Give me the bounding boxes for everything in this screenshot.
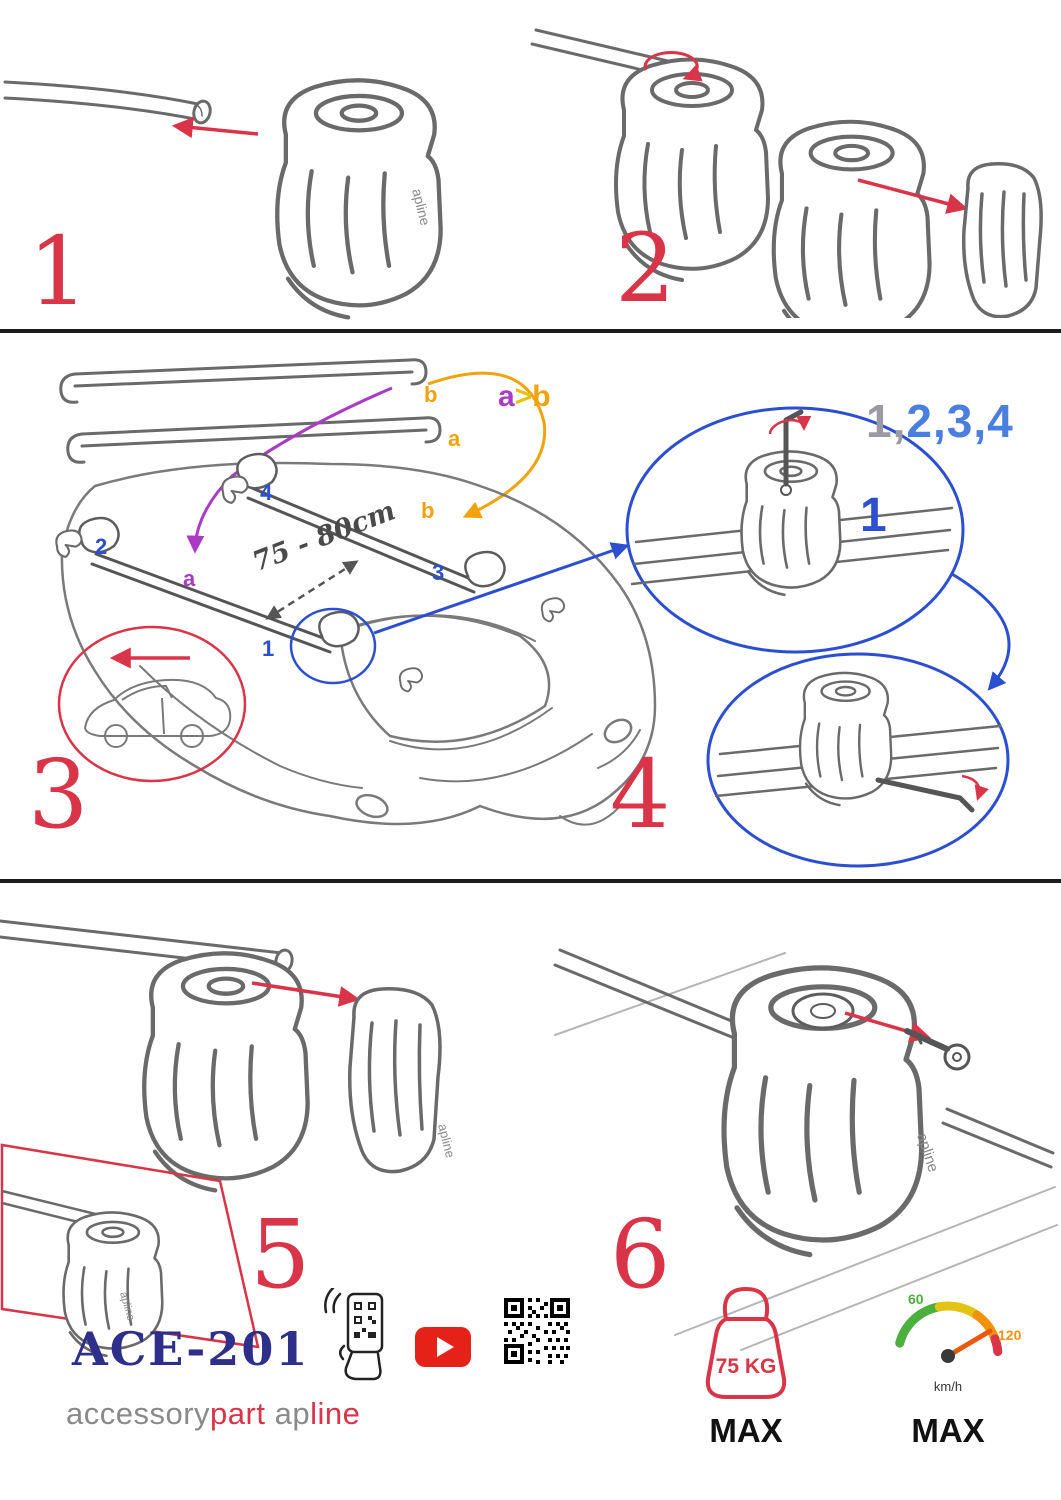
weight-value: 75 KG: [716, 1355, 777, 1378]
phone-qr-pixels: [354, 1302, 376, 1338]
detail-connector: [951, 572, 1011, 691]
side-cover: [961, 162, 1043, 318]
speed-60-label: 60: [908, 1291, 924, 1307]
step2-illustration: [530, 28, 1043, 318]
roof-diagram: [55, 358, 1011, 868]
step-number-1: 1: [28, 217, 89, 327]
detail-number-1: 1: [860, 489, 887, 542]
speed-unit-label: km/h: [933, 1379, 963, 1394]
divider-bottom: [0, 879, 1061, 883]
loose-crossbars: [59, 358, 442, 464]
sequence-1234: 1,2,3,4: [866, 395, 1014, 447]
crossbar: [3, 80, 212, 125]
highlight-circle: [289, 607, 377, 685]
lock-cylinder: [791, 992, 855, 1030]
step5-illustration: apline apline: [0, 919, 458, 1358]
step-number-4: 4: [610, 740, 671, 850]
divider-top: [0, 329, 1061, 333]
detail-pointer-arrow: [373, 542, 630, 635]
model-number: ACE-201: [72, 1322, 310, 1376]
clamp-jaw: [221, 475, 249, 504]
detail-circle-1: [625, 406, 965, 654]
position-label-2: 2: [95, 534, 108, 559]
insert-arrow: [171, 117, 259, 139]
measure-arrow: [265, 560, 359, 620]
weight-max-label: MAX: [709, 1412, 783, 1449]
step-number-6: 6: [610, 1200, 671, 1310]
youtube-icon: [415, 1327, 471, 1367]
brand-line: accessorypart apline: [66, 1396, 361, 1431]
loose-bar-label-a: a: [448, 426, 461, 451]
foot-tower: [774, 122, 930, 318]
guide-curve-b: [427, 371, 547, 519]
speed-120-label: 120: [998, 1327, 1022, 1343]
mini-car-circle: [57, 625, 247, 783]
rotate-arrow: [643, 51, 703, 82]
clamp-jaw: [55, 529, 83, 558]
highlight-region: [0, 1143, 260, 1349]
mounted-crossbars: [90, 486, 480, 654]
cover-arrow: [857, 178, 969, 214]
side-cover: [348, 987, 442, 1174]
speedometer-pivot: [941, 1349, 955, 1363]
detail-circle-2: [706, 652, 1010, 868]
speedometer-icon: [895, 1301, 1003, 1363]
position-label-a: a: [183, 566, 196, 591]
position-label-1: 1: [262, 636, 275, 661]
clamp-jaw: [540, 597, 565, 623]
speedometer-needle: [945, 1328, 993, 1359]
clamp-jaw: [398, 667, 423, 693]
step-number-2: 2: [615, 214, 676, 324]
position-label-b: b: [421, 498, 435, 523]
loose-bar-label-b: b: [424, 382, 438, 407]
step-number-3: 3: [28, 740, 89, 850]
mount-feet: [78, 452, 506, 648]
weight-limit-icon: 75 KG: [705, 1287, 787, 1399]
cover-arrow: [251, 981, 361, 1007]
qr-code-icon: [502, 1296, 572, 1366]
position-label-3: 3: [432, 560, 445, 585]
position-label-4: 4: [260, 480, 273, 505]
phone-scan-icon: [324, 1288, 384, 1381]
speed-max-label: MAX: [911, 1412, 985, 1449]
step-number-5: 5: [250, 1200, 311, 1310]
compare-a-gt-b: a>b: [498, 380, 551, 413]
apline-logo-text: apline: [435, 1122, 458, 1159]
step6-illustration: apline: [553, 948, 1058, 1351]
key-icon: [904, 1028, 971, 1071]
step1-illustration: apline: [3, 30, 500, 320]
lock-keyhole: [810, 1003, 836, 1019]
